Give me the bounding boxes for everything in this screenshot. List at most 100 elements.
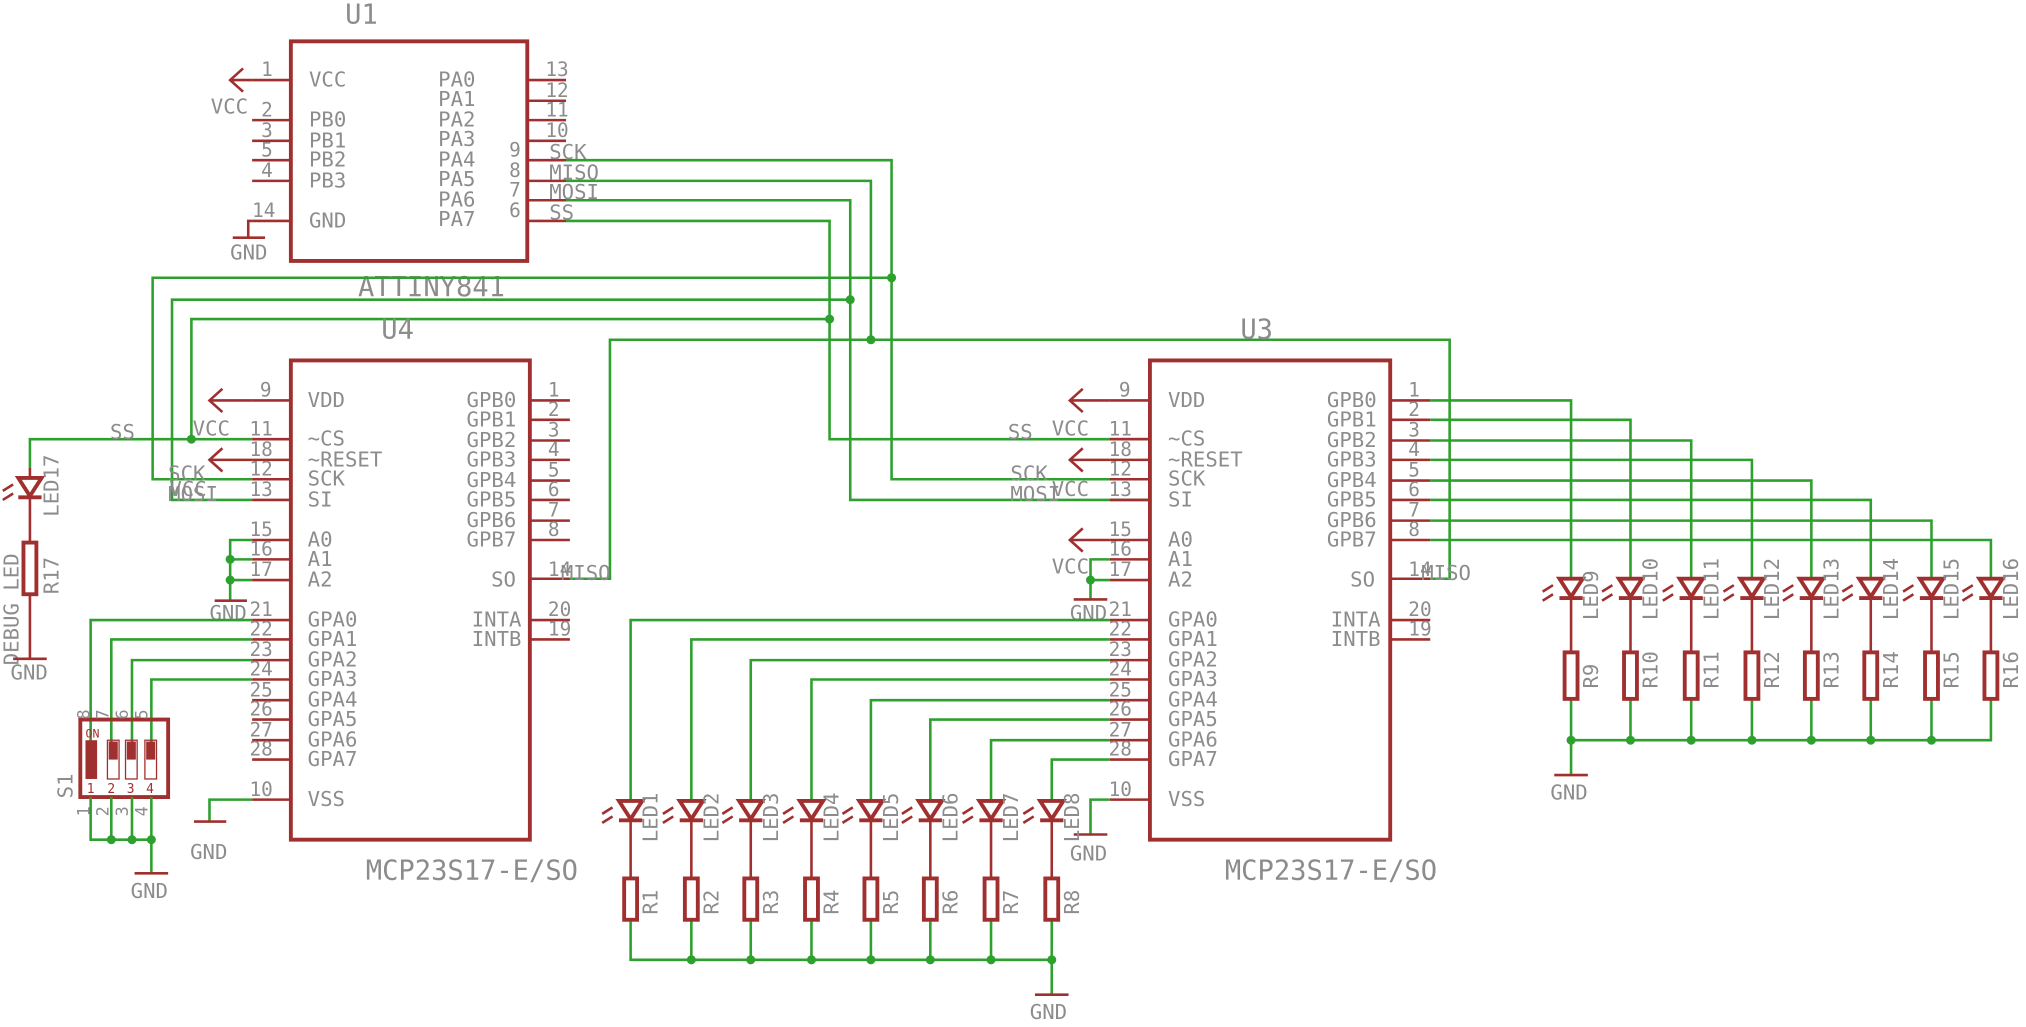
gnd-label: GND [1550, 781, 1587, 805]
u1-pin-num: 5 [261, 138, 273, 161]
led-icon [1796, 576, 1827, 601]
resistor-icon [862, 876, 880, 922]
u4-pin-num: 28 [250, 738, 273, 761]
u3-body [1147, 358, 1393, 842]
u3-pin-num: 3 [1408, 419, 1420, 442]
s1-toggle[interactable] [85, 740, 98, 779]
light-rays-icon [2, 483, 14, 502]
u4-pin-num: 17 [250, 558, 273, 581]
debug-led: LED17 R17 DEBUG LED GND [0, 455, 63, 685]
u4-pin-name: VDD [308, 388, 345, 412]
resistor-label: R16 [1999, 651, 2023, 688]
u4-pin-name: GPB3 [467, 447, 517, 471]
u3-pin-num: 16 [1109, 537, 1132, 560]
u3-pin-num: 11 [1109, 417, 1132, 440]
resistor-label: R6 [938, 890, 962, 915]
resistor-label: R9 [1579, 664, 1603, 689]
u1-pin-name: PA0 [438, 68, 475, 92]
vcc-arrow-icon [207, 387, 253, 414]
net-label-sck: SCK [1010, 462, 1048, 486]
gnd-label: GND [131, 879, 168, 903]
u4-pin-name: GPA2 [308, 648, 358, 672]
led-label: LED7 [999, 793, 1023, 843]
u4-pin-name: GPA4 [308, 688, 358, 712]
u3-pin-num: 9 [1119, 379, 1131, 402]
u4-pin-num: 9 [260, 379, 272, 402]
s1-position: 4 [146, 782, 154, 797]
light-rays-icon [662, 806, 674, 824]
light-rays-icon [901, 806, 913, 824]
light-rays-icon [1782, 584, 1794, 602]
u4-pin-num: 1 [548, 379, 560, 402]
u1-pin-num: 7 [509, 178, 521, 201]
gnd-label: GND [230, 241, 267, 265]
resistor-label: R2 [699, 890, 723, 915]
u3-pin-num: 23 [1109, 638, 1132, 661]
led-icon [1916, 576, 1947, 601]
resistor-icon [1743, 650, 1761, 701]
u3-pin-num: 15 [1109, 518, 1132, 541]
u4-pin-name: A1 [308, 547, 333, 571]
u3-pin-name: SCK [1168, 467, 1206, 491]
light-rays-icon [782, 806, 795, 824]
resistor-icon [1622, 650, 1639, 701]
s1-pin-num: 6 [112, 709, 132, 719]
u3-pin-num: 21 [1109, 598, 1132, 621]
u3-pin-name: GPB7 [1327, 527, 1377, 551]
u4-pin-num: 12 [250, 457, 273, 480]
u1-pin-name: PB1 [309, 128, 346, 152]
bank-b-wires [1430, 399, 1993, 776]
u3-pin-num: 18 [1109, 438, 1132, 461]
led-label: LED14 [1879, 558, 1903, 620]
u3-pin-num: 19 [1408, 618, 1431, 641]
gnd-label: GND [1070, 841, 1107, 865]
u3-pin-name: GPB2 [1327, 428, 1377, 452]
u1-body [288, 39, 530, 263]
address-wires [1085, 558, 1110, 600]
s1-pin-num: 1 [73, 806, 93, 816]
vss-wire [1089, 798, 1110, 835]
u3-pin-name: INTA [1331, 608, 1381, 632]
u3-pin-name: GPB4 [1327, 468, 1377, 492]
u1-pin-name: PA1 [438, 87, 475, 111]
u3-pin-name: GPA1 [1168, 627, 1218, 651]
u4-pin-num: 25 [250, 678, 273, 701]
u3-pin-name: SI [1168, 487, 1193, 511]
resistor-icon [742, 876, 760, 922]
s1-pin-num: 8 [73, 709, 93, 719]
u3-pin-name: ~RESET [1168, 447, 1243, 471]
u3-pin-name: GPA4 [1168, 688, 1218, 712]
u3-ref: U3 [1240, 314, 1273, 345]
u1-pin-name: GND [309, 208, 346, 232]
u1-pin-num: 11 [545, 98, 568, 121]
u3-pin-name: GPB1 [1327, 407, 1377, 431]
led-label: LED8 [1060, 793, 1084, 843]
u4-pin-num: 27 [250, 718, 273, 741]
light-rays-icon [1902, 584, 1915, 602]
u4-pin-name: GPA3 [308, 667, 358, 691]
u3-pins [1109, 399, 1431, 801]
led-label: LED4 [820, 793, 844, 843]
chip-u3: U3 MCP23S17-E/SO [1008, 314, 1471, 886]
u4-pin-name: ~RESET [308, 447, 383, 471]
u3-pin-name: GPA2 [1168, 648, 1218, 672]
s1-on-label: ON [85, 727, 99, 741]
net-label-ss: SS [110, 420, 135, 444]
u3-pin-num: 5 [1408, 459, 1420, 482]
led-icon [915, 798, 946, 823]
led-icon [1676, 576, 1707, 601]
u1-pin-name: VCC [309, 68, 346, 92]
u3-pin-name: SO [1350, 567, 1375, 591]
light-rays-icon [1841, 584, 1854, 602]
u1-pin-num: 10 [545, 119, 568, 142]
net-label-mosi: MOSI [1010, 482, 1060, 506]
led-icon [1036, 798, 1067, 823]
s1-position: 1 [87, 782, 95, 797]
u3-pin-name: GPB6 [1327, 508, 1377, 532]
